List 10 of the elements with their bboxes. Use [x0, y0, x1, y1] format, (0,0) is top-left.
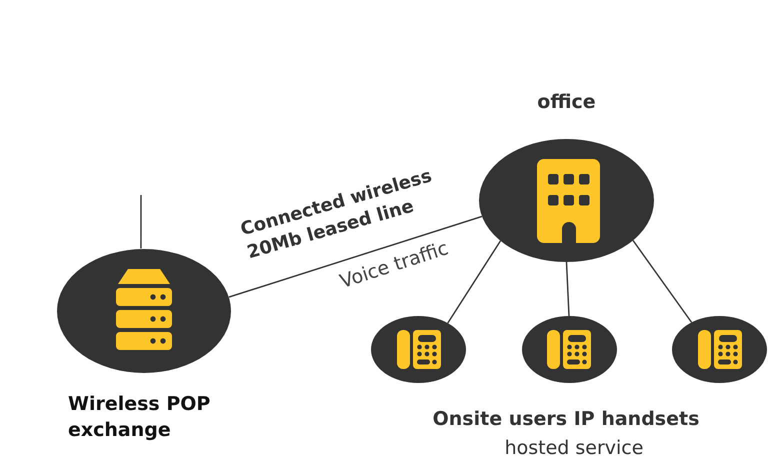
group-title: Onsite users IP handsets — [432, 407, 700, 431]
group-subtitle: hosted service — [504, 436, 644, 460]
connector-line — [228, 216, 482, 298]
connector-line — [140, 195, 142, 249]
line-caption: Voice traffic — [337, 237, 452, 294]
node-label: office — [537, 90, 596, 114]
connector-line — [632, 240, 692, 323]
node-label: Wireless POP exchange — [68, 392, 212, 442]
connector-line — [447, 240, 502, 324]
connector-line — [566, 262, 570, 316]
